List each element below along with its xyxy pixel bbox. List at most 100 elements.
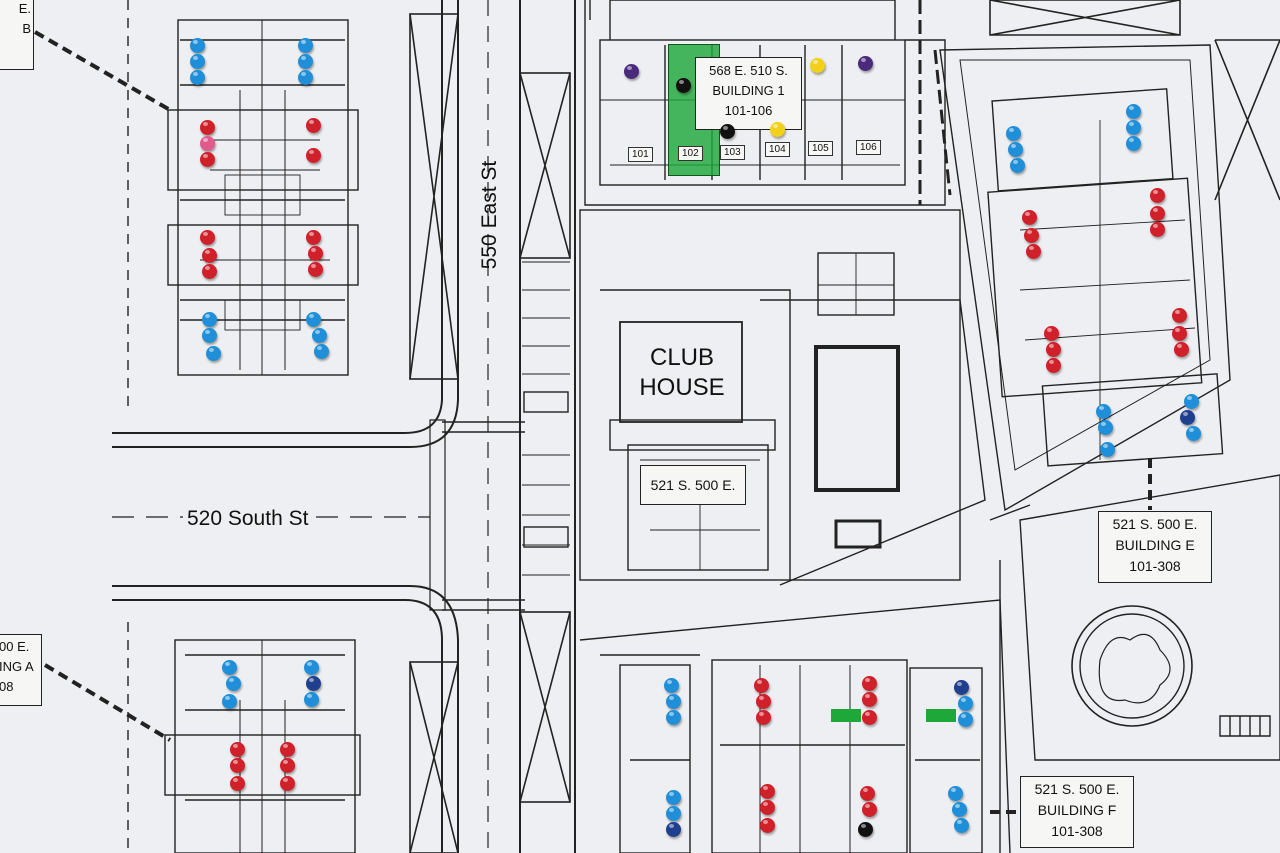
map-pin[interactable] <box>312 328 327 343</box>
map-pin[interactable] <box>314 344 329 359</box>
map-pin[interactable] <box>1098 420 1113 435</box>
map-pin[interactable] <box>298 70 313 85</box>
map-pin[interactable] <box>862 692 877 707</box>
map-pin[interactable] <box>1150 222 1165 237</box>
map-pin[interactable] <box>1184 394 1199 409</box>
map-pin[interactable] <box>860 786 875 801</box>
map-pin[interactable] <box>298 38 313 53</box>
map-pin[interactable] <box>760 784 775 799</box>
map-pin[interactable] <box>1046 358 1061 373</box>
map-pin[interactable] <box>1126 120 1141 135</box>
map-pin[interactable] <box>304 692 319 707</box>
map-pin[interactable] <box>280 742 295 757</box>
map-pin[interactable] <box>1126 136 1141 151</box>
map-pin[interactable] <box>1096 404 1111 419</box>
map-pin[interactable] <box>280 758 295 773</box>
unit-104[interactable]: 104 <box>765 142 790 157</box>
map-pin[interactable] <box>756 710 771 725</box>
map-pin[interactable] <box>1046 342 1061 357</box>
map-pin[interactable] <box>230 776 245 791</box>
map-pin[interactable] <box>202 264 217 279</box>
map-pin[interactable] <box>862 802 877 817</box>
map-pin[interactable] <box>666 822 681 837</box>
map-pin[interactable] <box>958 696 973 711</box>
map-pin[interactable] <box>954 680 969 695</box>
unit-106[interactable]: 106 <box>856 140 881 155</box>
map-pin[interactable] <box>858 56 873 71</box>
map-pin[interactable] <box>810 58 825 73</box>
map-pin[interactable] <box>306 312 321 327</box>
map-pin[interactable] <box>958 712 973 727</box>
map-pin[interactable] <box>200 152 215 167</box>
unit-103[interactable]: 103 <box>720 145 745 160</box>
map-pin[interactable] <box>202 328 217 343</box>
map-pin[interactable] <box>666 790 681 805</box>
map-pin[interactable] <box>222 660 237 675</box>
map-pin[interactable] <box>1008 142 1023 157</box>
map-pin[interactable] <box>200 230 215 245</box>
map-pin[interactable] <box>1174 342 1189 357</box>
map-pin[interactable] <box>666 694 681 709</box>
map-pin[interactable] <box>308 262 323 277</box>
map-pin[interactable] <box>1172 326 1187 341</box>
map-pin[interactable] <box>862 676 877 691</box>
map-pin[interactable] <box>304 660 319 675</box>
map-pin[interactable] <box>1026 244 1041 259</box>
map-pin[interactable] <box>200 120 215 135</box>
highlighted-unit-106-f1[interactable] <box>831 709 861 722</box>
map-pin[interactable] <box>862 710 877 725</box>
map-pin[interactable] <box>1180 410 1195 425</box>
unit-105[interactable]: 105 <box>808 141 833 156</box>
unit-102[interactable]: 102 <box>678 146 703 161</box>
map-pin[interactable] <box>1100 442 1115 457</box>
map-pin[interactable] <box>770 122 785 137</box>
map-pin[interactable] <box>858 822 873 837</box>
map-pin[interactable] <box>308 246 323 261</box>
map-pin[interactable] <box>1022 210 1037 225</box>
map-pin[interactable] <box>190 70 205 85</box>
map-pin[interactable] <box>226 676 241 691</box>
highlighted-unit-106-f2[interactable] <box>926 709 956 722</box>
map-pin[interactable] <box>222 694 237 709</box>
map-pin[interactable] <box>230 758 245 773</box>
map-pin[interactable] <box>720 124 735 139</box>
map-pin[interactable] <box>206 346 221 361</box>
map-pin[interactable] <box>624 64 639 79</box>
map-pin[interactable] <box>190 54 205 69</box>
map-pin[interactable] <box>1010 158 1025 173</box>
map-pin[interactable] <box>200 136 215 151</box>
map-pin[interactable] <box>280 776 295 791</box>
map-pin[interactable] <box>948 786 963 801</box>
map-pin[interactable] <box>202 312 217 327</box>
map-pin[interactable] <box>202 248 217 263</box>
map-pin[interactable] <box>756 694 771 709</box>
map-pin[interactable] <box>954 818 969 833</box>
map-pin[interactable] <box>666 806 681 821</box>
map-pin[interactable] <box>754 678 769 693</box>
map-pin[interactable] <box>298 54 313 69</box>
map-pin[interactable] <box>952 802 967 817</box>
map-pin[interactable] <box>1126 104 1141 119</box>
map-pin[interactable] <box>760 800 775 815</box>
map-pin[interactable] <box>230 742 245 757</box>
map-pin[interactable] <box>306 676 321 691</box>
map-pin[interactable] <box>760 818 775 833</box>
map-pin[interactable] <box>1006 126 1021 141</box>
map-pin[interactable] <box>1024 228 1039 243</box>
map-pin[interactable] <box>306 148 321 163</box>
partial-label-top-left-line2: B <box>22 21 31 36</box>
map-pin[interactable] <box>676 78 691 93</box>
map-pin[interactable] <box>1150 188 1165 203</box>
road-network <box>112 0 591 853</box>
map-pin[interactable] <box>666 710 681 725</box>
building-f-group <box>579 599 1011 853</box>
map-pin[interactable] <box>1044 326 1059 341</box>
map-pin[interactable] <box>190 38 205 53</box>
map-pin[interactable] <box>664 678 679 693</box>
unit-101[interactable]: 101 <box>628 147 653 162</box>
map-pin[interactable] <box>306 230 321 245</box>
map-pin[interactable] <box>1186 426 1201 441</box>
map-pin[interactable] <box>306 118 321 133</box>
map-pin[interactable] <box>1172 308 1187 323</box>
map-pin[interactable] <box>1150 206 1165 221</box>
